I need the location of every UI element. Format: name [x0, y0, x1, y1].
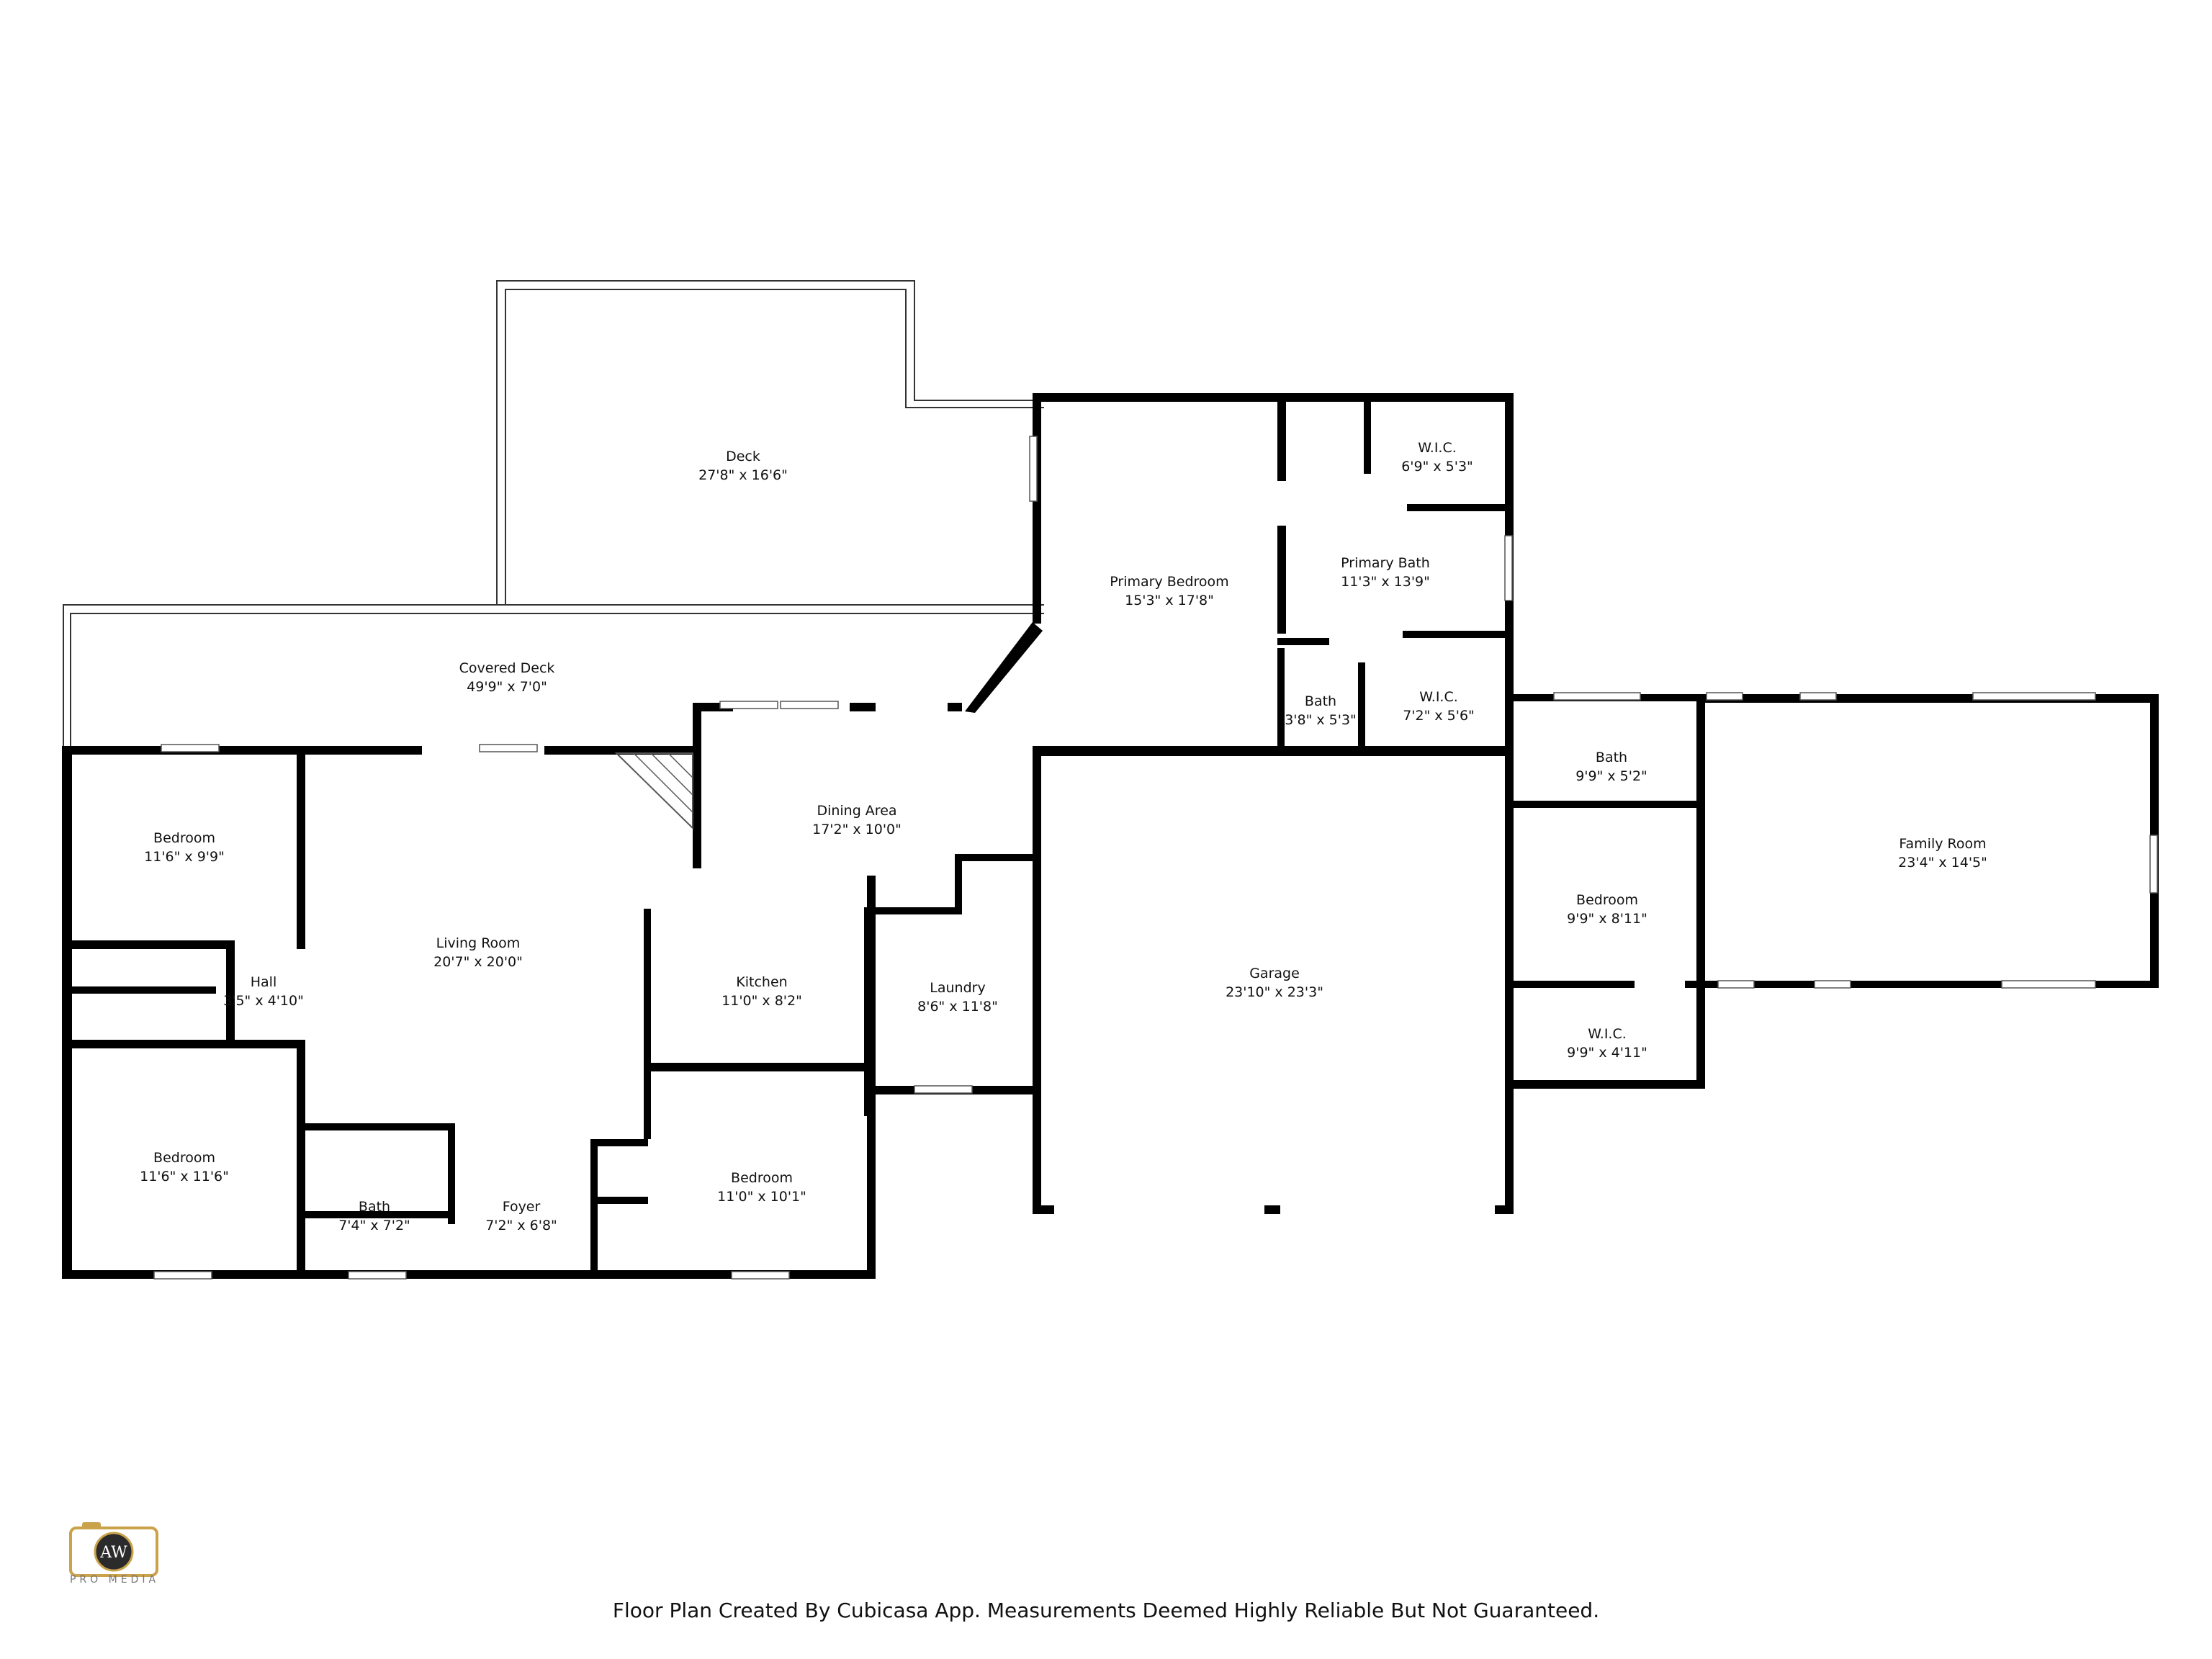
kitchen-label: Kitchen — [736, 974, 787, 990]
bath-small-label: Bath — [1305, 693, 1336, 709]
logo-initials: AW — [99, 1544, 127, 1562]
bedroom-4-label: Bedroom — [1576, 892, 1638, 908]
primary-bath-dimensions: 11'3" x 13'9" — [1341, 574, 1430, 590]
footer-disclaimer: Floor Plan Created By Cubicasa App. Meas… — [612, 1599, 1600, 1622]
garage-label: Garage — [1249, 966, 1300, 981]
covered-deck-label: Covered Deck — [459, 660, 555, 676]
wic-top-label: W.I.C. — [1418, 440, 1457, 456]
bedroom-2-dimensions: 11'6" x 11'6" — [140, 1169, 229, 1184]
bedroom-3-label: Bedroom — [731, 1170, 793, 1186]
primary-bath-label: Primary Bath — [1341, 555, 1430, 571]
wic-top-dimensions: 6'9" x 5'3" — [1401, 459, 1473, 475]
wic-mid-dimensions: 7'2" x 5'6" — [1403, 708, 1475, 724]
dining-area-label: Dining Area — [817, 803, 896, 819]
deck-dimensions: 27'8" x 16'6" — [698, 467, 788, 483]
bedroom-2-label: Bedroom — [153, 1150, 215, 1166]
bedroom-3-dimensions: 11'0" x 10'1" — [717, 1189, 806, 1205]
logo-caption: PRO MEDIA — [69, 1574, 160, 1586]
hall-label: Hall — [251, 974, 277, 990]
primary-bedroom-dimensions: 15'3" x 17'8" — [1125, 593, 1214, 608]
living-room-dimensions: 20'7" x 20'0" — [433, 954, 523, 970]
bath-3-label: Bath — [1596, 750, 1627, 765]
foyer-dimensions: 7'2" x 6'8" — [485, 1218, 557, 1233]
dining-area-dimensions: 17'2" x 10'0" — [812, 822, 902, 837]
living-room-label: Living Room — [436, 935, 521, 951]
wic-bottom-label: W.I.C. — [1588, 1026, 1627, 1042]
room-labels: Deck 27'8" x 16'6" Covered Deck 49'9" x … — [140, 440, 1987, 1233]
bedroom-1-dimensions: 11'6" x 9'9" — [144, 849, 225, 865]
family-room-label: Family Room — [1899, 836, 1986, 852]
kitchen-dimensions: 11'0" x 8'2" — [721, 993, 802, 1009]
foyer-label: Foyer — [503, 1199, 541, 1215]
deck-outline — [63, 280, 1044, 749]
laundry-label: Laundry — [930, 980, 985, 996]
stairs — [614, 752, 693, 830]
wic-bottom-dimensions: 9'9" x 4'11" — [1567, 1045, 1647, 1061]
walls — [62, 393, 2159, 1279]
deck-label: Deck — [726, 449, 760, 464]
hall-dimensions: 3'5" x 4'10" — [223, 993, 304, 1009]
windows — [153, 436, 2158, 1280]
pro-media-logo: AW — [69, 1522, 158, 1577]
laundry-dimensions: 8'6" x 11'8" — [917, 999, 998, 1015]
bedroom-1-label: Bedroom — [153, 830, 215, 846]
bath-2-dimensions: 7'4" x 7'2" — [338, 1218, 410, 1233]
family-room-dimensions: 23'4" x 14'5" — [1898, 855, 1987, 871]
garage-dimensions: 23'10" x 23'3" — [1226, 984, 1323, 1000]
wic-mid-label: W.I.C. — [1419, 689, 1458, 705]
bath-3-dimensions: 9'9" x 5'2" — [1575, 768, 1647, 784]
bath-2-label: Bath — [359, 1199, 390, 1215]
bedroom-4-dimensions: 9'9" x 8'11" — [1567, 911, 1647, 927]
primary-bedroom-label: Primary Bedroom — [1110, 574, 1228, 590]
bath-small-dimensions: 3'8" x 5'3" — [1285, 712, 1357, 728]
covered-deck-dimensions: 49'9" x 7'0" — [467, 679, 547, 695]
